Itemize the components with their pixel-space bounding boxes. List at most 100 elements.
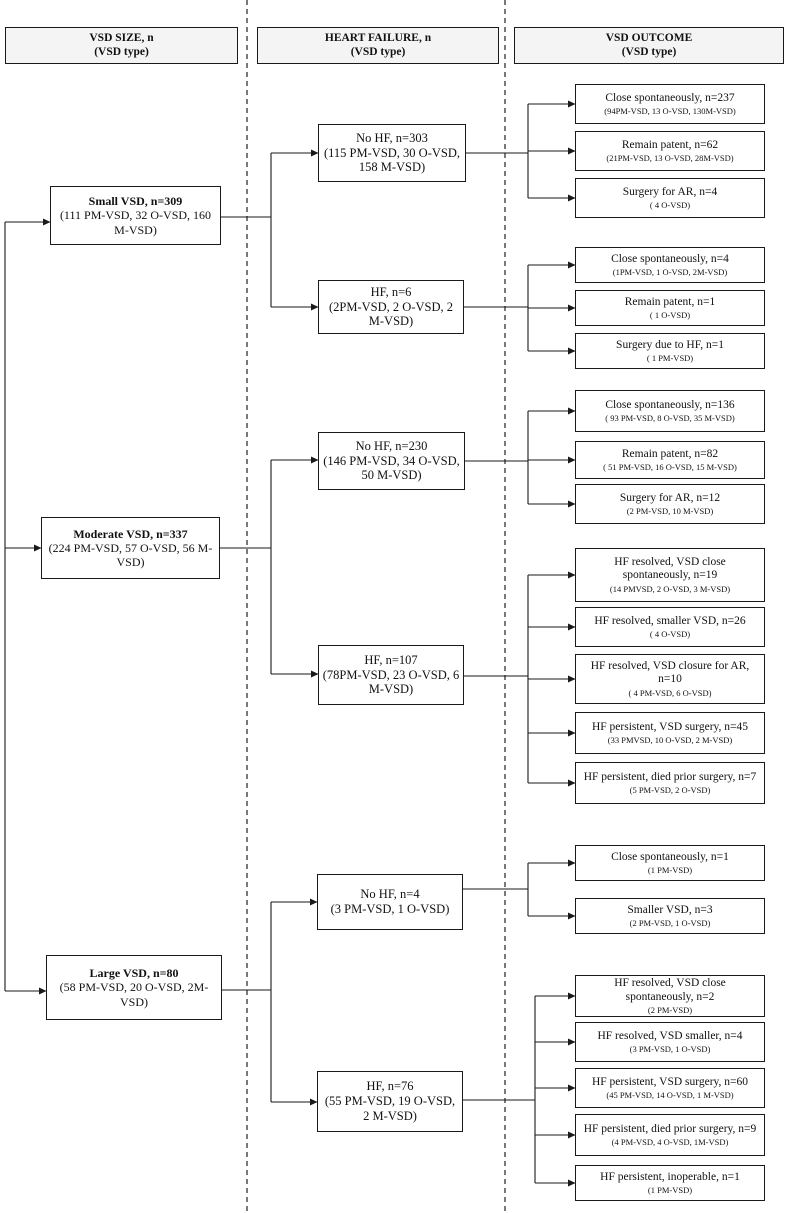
outcome-box: HF resolved, smaller VSD, n=26 ( 4 O-VSD… xyxy=(575,607,765,647)
outcome-box: Surgery for AR, n=4 ( 4 O-VSD) xyxy=(575,178,765,218)
outcome-title: HF persistent, VSD surgery, n=60 xyxy=(591,1075,749,1088)
outcome-box: Smaller VSD, n=3 (2 PM-VSD, 1 O-VSD) xyxy=(575,898,765,934)
outcome-box: Remain patent, n=82 ( 51 PM-VSD, 16 O-VS… xyxy=(575,441,765,479)
outcome-title: Surgery for AR, n=12 xyxy=(619,491,721,504)
outcome-detail: (1PM-VSD, 1 O-VSD, 2M-VSD) xyxy=(612,267,728,278)
size-label: Moderate VSD, n=337 xyxy=(73,526,188,541)
hf-box-small-hf: HF, n=6 (2PM-VSD, 2 O-VSD, 2 M-VSD) xyxy=(318,280,464,334)
outcome-title: Remain patent, n=62 xyxy=(621,138,719,151)
outcome-detail: ( 51 PM-VSD, 16 O-VSD, 15 M-VSD) xyxy=(603,462,737,473)
outcome-title: Close spontaneously, n=1 xyxy=(611,850,729,863)
header-subtitle: (VSD type) xyxy=(350,45,406,58)
outcome-detail: (4 PM-VSD, 4 O-VSD, 1M-VSD) xyxy=(611,1137,729,1148)
hf-box-large-hf: HF, n=76 (55 PM-VSD, 19 O-VSD, 2 M-VSD) xyxy=(317,1071,463,1132)
hf-detail: (2PM-VSD, 2 O-VSD, 2 M-VSD) xyxy=(329,299,453,329)
hf-label: HF, n=107 xyxy=(364,652,418,667)
outcome-title: Surgery due to HF, n=1 xyxy=(616,338,724,351)
header-vsd-outcome: VSD OUTCOME (VSD type) xyxy=(514,27,784,64)
hf-box-large-no-hf: No HF, n=4 (3 PM-VSD, 1 O-VSD) xyxy=(317,874,463,930)
outcome-title: Close spontaneously, n=136 xyxy=(605,398,735,411)
header-heart-failure: HEART FAILURE, n (VSD type) xyxy=(257,27,499,64)
outcome-detail: (33 PMVSD, 10 O-VSD, 2 M-VSD) xyxy=(607,735,733,746)
outcome-box: Surgery due to HF, n=1 ( 1 PM-VSD) xyxy=(575,333,765,369)
outcome-detail: (2 PM-VSD, 10 M-VSD) xyxy=(626,506,714,517)
outcome-box: HF persistent, died prior surgery, n=7 (… xyxy=(575,762,765,804)
hf-box-small-no-hf: No HF, n=303 (115 PM-VSD, 30 O-VSD, 158 … xyxy=(318,124,466,182)
hf-label: No HF, n=4 xyxy=(360,887,420,902)
outcome-title: HF persistent, died prior surgery, n=9 xyxy=(583,1122,757,1135)
size-detail: (58 PM-VSD, 20 O-VSD, 2M-VSD) xyxy=(59,980,209,1009)
outcome-detail: ( 4 O-VSD) xyxy=(649,629,691,640)
outcome-box: HF resolved, VSD close spontaneously, n=… xyxy=(575,975,765,1017)
outcome-title: Smaller VSD, n=3 xyxy=(627,903,713,916)
outcome-title: HF resolved, VSD close spontaneously, n=… xyxy=(614,555,726,582)
hf-box-moderate-no-hf: No HF, n=230 (146 PM-VSD, 34 O-VSD, 50 M… xyxy=(318,432,465,490)
outcome-box: HF persistent, VSD surgery, n=60 (45 PM-… xyxy=(575,1068,765,1108)
flow-connectors xyxy=(4,100,576,1187)
size-box-small: Small VSD, n=309 (111 PM-VSD, 32 O-VSD, … xyxy=(50,186,221,245)
outcome-detail: ( 4 O-VSD) xyxy=(649,200,691,211)
hf-detail: (146 PM-VSD, 34 O-VSD, 50 M-VSD) xyxy=(323,453,460,483)
outcome-box: HF resolved, VSD closure for AR, n=10 ( … xyxy=(575,654,765,704)
outcome-box: Close spontaneously, n=1 (1 PM-VSD) xyxy=(575,845,765,881)
header-title: VSD SIZE, n xyxy=(89,31,154,44)
outcome-box: Close spontaneously, n=237 (94PM-VSD, 13… xyxy=(575,84,765,124)
outcome-detail: (1 PM-VSD) xyxy=(647,865,693,876)
outcome-detail: (1 PM-VSD) xyxy=(647,1185,693,1196)
hf-label: No HF, n=303 xyxy=(356,130,428,145)
hf-label: No HF, n=230 xyxy=(355,438,428,453)
header-subtitle: (VSD type) xyxy=(621,45,677,58)
outcome-detail: ( 93 PM-VSD, 8 O-VSD, 35 M-VSD) xyxy=(605,413,735,424)
outcome-box: HF resolved, VSD smaller, n=4 (3 PM-VSD,… xyxy=(575,1022,765,1062)
outcome-box: Surgery for AR, n=12 (2 PM-VSD, 10 M-VSD… xyxy=(575,484,765,524)
outcome-title: HF persistent, VSD surgery, n=45 xyxy=(591,720,749,733)
outcome-title: Close spontaneously, n=237 xyxy=(605,91,735,104)
outcome-detail: ( 1 PM-VSD) xyxy=(646,353,694,364)
outcome-title: Remain patent, n=82 xyxy=(621,447,719,460)
outcome-detail: ( 1 O-VSD) xyxy=(649,310,691,321)
outcome-detail: (3 PM-VSD, 1 O-VSD) xyxy=(629,1044,711,1055)
hf-label: HF, n=76 xyxy=(366,1079,414,1094)
size-label: Large VSD, n=80 xyxy=(89,966,179,981)
size-label: Small VSD, n=309 xyxy=(88,194,183,209)
outcome-title: HF resolved, smaller VSD, n=26 xyxy=(594,614,746,627)
size-detail: (111 PM-VSD, 32 O-VSD, 160 M-VSD) xyxy=(59,208,212,237)
size-detail: (224 PM-VSD, 57 O-VSD, 56 M-VSD) xyxy=(48,540,213,570)
hf-detail: (115 PM-VSD, 30 O-VSD, 158 M-VSD) xyxy=(323,145,460,175)
outcome-detail: (21PM-VSD, 13 O-VSD, 28M-VSD) xyxy=(606,153,734,164)
outcome-detail: (45 PM-VSD, 14 O-VSD, 1 M-VSD) xyxy=(606,1090,734,1101)
outcome-box: Close spontaneously, n=4 (1PM-VSD, 1 O-V… xyxy=(575,247,765,283)
outcome-detail: (2 PM-VSD, 1 O-VSD) xyxy=(629,918,711,929)
outcome-detail: (14 PMVSD, 2 O-VSD, 3 M-VSD) xyxy=(609,584,731,595)
outcome-title: Close spontaneously, n=4 xyxy=(611,252,729,265)
size-box-large: Large VSD, n=80 (58 PM-VSD, 20 O-VSD, 2M… xyxy=(46,955,222,1020)
hf-detail: (55 PM-VSD, 19 O-VSD, 2 M-VSD) xyxy=(324,1094,456,1123)
header-vsd-size: VSD SIZE, n (VSD type) xyxy=(5,27,238,64)
outcome-detail: (94PM-VSD, 13 O-VSD, 130M-VSD) xyxy=(604,106,736,117)
outcome-title: HF resolved, VSD closure for AR, n=10 xyxy=(590,659,750,686)
outcome-title: HF persistent, died prior surgery, n=7 xyxy=(583,770,757,783)
header-title: VSD OUTCOME xyxy=(605,31,693,44)
hf-detail: (3 PM-VSD, 1 O-VSD) xyxy=(330,902,450,916)
outcome-detail: ( 4 PM-VSD, 6 O-VSD) xyxy=(628,688,712,699)
outcome-box: Remain patent, n=62 (21PM-VSD, 13 O-VSD,… xyxy=(575,131,765,171)
hf-detail: (78PM-VSD, 23 O-VSD, 6 M-VSD) xyxy=(322,667,460,697)
header-title: HEART FAILURE, n xyxy=(324,31,432,44)
outcome-box: Remain patent, n=1 ( 1 O-VSD) xyxy=(575,290,765,326)
outcome-box: HF persistent, inoperable, n=1 (1 PM-VSD… xyxy=(575,1165,765,1201)
outcome-box: HF resolved, VSD close spontaneously, n=… xyxy=(575,548,765,602)
size-box-moderate: Moderate VSD, n=337 (224 PM-VSD, 57 O-VS… xyxy=(41,517,220,579)
outcome-box: HF persistent, died prior surgery, n=9 (… xyxy=(575,1114,765,1156)
header-subtitle: (VSD type) xyxy=(94,45,149,58)
hf-label: HF, n=6 xyxy=(370,284,412,299)
outcome-title: HF resolved, VSD close spontaneously, n=… xyxy=(614,976,726,1003)
outcome-title: Remain patent, n=1 xyxy=(624,295,716,308)
outcome-title: HF resolved, VSD smaller, n=4 xyxy=(597,1029,743,1042)
outcome-detail: (2 PM-VSD) xyxy=(647,1005,693,1016)
outcome-detail: (5 PM-VSD, 2 O-VSD) xyxy=(629,785,711,796)
outcome-title: Surgery for AR, n=4 xyxy=(622,185,718,198)
outcome-box: Close spontaneously, n=136 ( 93 PM-VSD, … xyxy=(575,390,765,432)
outcome-box: HF persistent, VSD surgery, n=45 (33 PMV… xyxy=(575,712,765,754)
outcome-title: HF persistent, inoperable, n=1 xyxy=(600,1170,740,1183)
